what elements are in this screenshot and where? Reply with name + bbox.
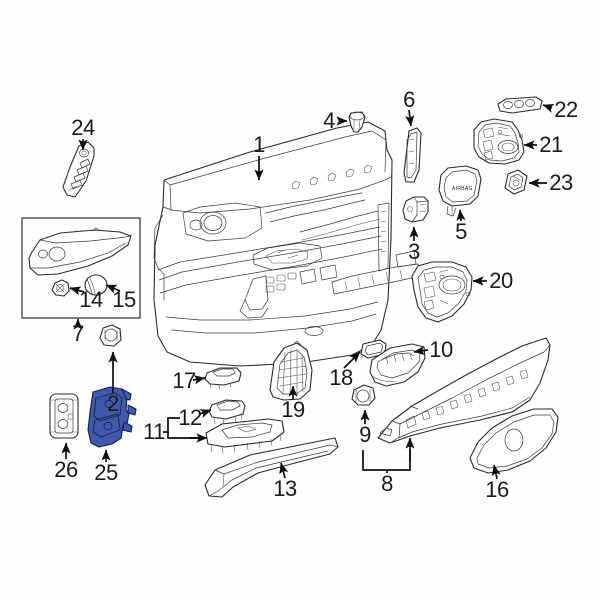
detail-inset-frame — [21, 217, 141, 319]
part-seat-adjustment-switch-highlighted — [87, 386, 137, 448]
part-window-switch-small — [208, 399, 246, 426]
callout-label-8: 8 — [381, 471, 393, 496]
callout-label-18: 18 — [329, 365, 353, 390]
part-trim-strip — [403, 127, 422, 183]
part-master-window-switch-panel — [62, 141, 95, 198]
callout-label-15: 15 — [112, 287, 136, 312]
part-button-cap — [504, 169, 528, 195]
part-switch-set-bracket — [205, 418, 285, 454]
part-upper-trim-insert-assembly — [28, 227, 132, 297]
part-seat-memory-switch — [204, 367, 242, 390]
callout-label-23: 23 — [549, 170, 573, 195]
callout-label-16: 16 — [485, 477, 509, 502]
part-switch-trim-bezel — [497, 96, 543, 114]
part-airbag-emblem-cover: AIRBAG — [438, 165, 482, 217]
part-door-sill-trim — [204, 437, 339, 498]
callout-label-5: 5 — [455, 219, 467, 244]
callout-label-3: 3 — [408, 239, 420, 264]
part-handle-carrier-bracket — [411, 261, 473, 323]
callout-label-13: 13 — [273, 476, 297, 501]
part-bracket-clip — [402, 196, 429, 223]
callout-label-9: 9 — [359, 422, 371, 447]
callout-label-4: 4 — [323, 108, 335, 133]
callout-label-21: 21 — [539, 132, 563, 157]
callout-label-24: 24 — [71, 115, 95, 140]
callout-label-7: 7 — [72, 321, 84, 346]
part-tweeter-speaker-grommet — [51, 279, 70, 297]
part-grommet-plug — [99, 324, 122, 347]
callout-label-19: 19 — [281, 397, 305, 422]
callout-label-11: 11 — [143, 419, 165, 444]
callout-label-2: 2 — [107, 391, 119, 416]
callout-label-1: 1 — [253, 132, 265, 157]
callout-label-17: 17 — [172, 368, 196, 393]
callout-label-12: 12 — [178, 405, 202, 430]
part-retainer-cap — [348, 111, 366, 133]
callout-label-6: 6 — [403, 87, 415, 112]
part-switch-module — [49, 393, 79, 439]
callout-label-22: 22 — [554, 97, 578, 122]
part-lower-trim-molding — [377, 337, 551, 444]
callout-label-20: 20 — [489, 268, 513, 293]
part-mirror-switch-housing — [473, 118, 525, 165]
leader-lines — [61, 103, 555, 480]
callout-label-14: 14 — [79, 287, 103, 312]
part-door-trim-panel-main — [153, 121, 421, 367]
callout-label-25: 25 — [94, 460, 118, 485]
callout-label-10: 10 — [429, 337, 453, 362]
callout-label-26: 26 — [54, 457, 78, 482]
part-interior-door-handle — [369, 343, 426, 387]
airbag-emblem-text: AIRBAG — [452, 186, 473, 192]
part-grommet-bushing — [351, 384, 376, 406]
